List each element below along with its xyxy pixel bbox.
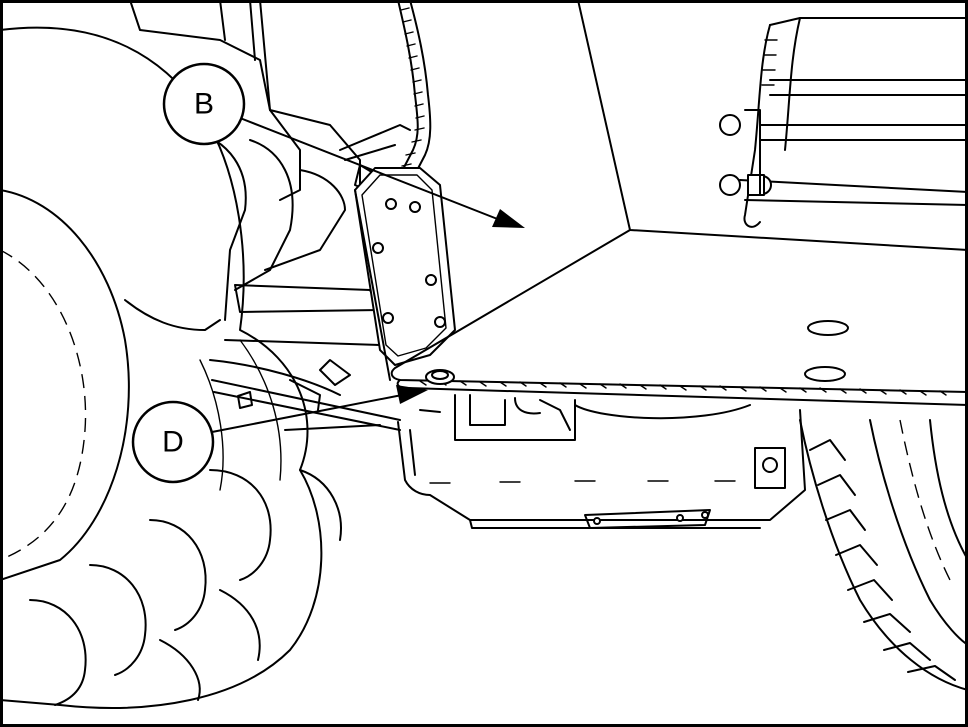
drain-fastener [425,369,455,385]
callout-d-label: D [162,426,184,459]
welded-seam [339,0,432,196]
fender-structure [124,0,401,541]
leader-arrow-d [211,385,428,433]
callout-d: D [131,400,215,484]
callout-b: B [162,62,246,146]
leader-arrow-b [239,117,525,228]
right-tire [799,419,968,691]
callout-b-label: B [194,88,214,121]
bolted-plate [354,167,456,381]
underbody-box [397,394,806,529]
strap-bracket [719,17,968,228]
left-tire [0,26,323,709]
